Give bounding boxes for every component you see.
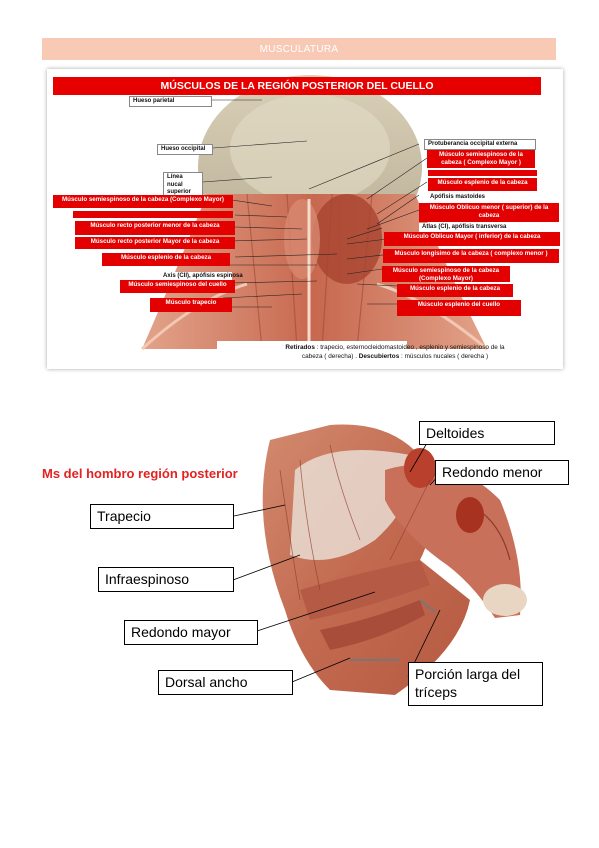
label-recto-mayor: Músculo recto posterior Mayor de la cabe…: [75, 237, 235, 249]
label-triceps: Porción larga del tríceps: [408, 662, 543, 706]
label-deltoides: Deltoides: [419, 421, 555, 445]
label-mastoides: Apófisis mastoides: [427, 193, 499, 202]
label-hueso-parietal: Hueso parietal: [129, 96, 212, 107]
label-axis: Axis (CII), apófisis espinosa: [160, 272, 243, 281]
label-redondo-mayor: Redondo mayor: [124, 620, 258, 645]
label-semiespinoso-cabeza: Músculo semiespinoso de la cabeza (Compl…: [53, 195, 233, 208]
section-banner: MUSCULATURA: [42, 38, 556, 60]
label-oblicuo-menor: Músculo Oblicuo menor ( superior) de la …: [419, 203, 559, 222]
section-title: MUSCULATURA: [259, 43, 339, 55]
label-recto-menor: Músculo recto posterior menor de la cabe…: [75, 221, 235, 235]
label-esplenio-cabeza: Músculo esplenio de la cabeza: [102, 253, 230, 266]
label-redondo-menor: Redondo menor: [435, 460, 569, 485]
figure1-title: MÚSCULOS DE LA REGIÓN POSTERIOR DEL CUEL…: [53, 77, 541, 95]
figure2-heading: Ms del hombro región posterior: [42, 466, 238, 481]
neck-muscles-figure: MÚSCULOS DE LA REGIÓN POSTERIOR DEL CUEL…: [47, 69, 563, 369]
label-longisimo: Músculo longisimo de la cabeza ( complex…: [383, 249, 559, 263]
label-trapecio: Músculo trapecio: [150, 298, 232, 312]
label-protuberancia: Protuberancia occipital externa: [424, 139, 536, 150]
label-semiespinoso-cuello: Músculo semiespinoso del cuello: [120, 280, 235, 293]
note-retirados-label: Retirados: [285, 344, 315, 351]
label-oblicuo-mayor: Músculo Oblicuo Mayor ( inferior) de la …: [384, 232, 560, 246]
label-semiespinoso-derecha-2: Músculo semiespinoso de la cabeza (Compl…: [382, 266, 510, 282]
label-esplenio-derecha-2: Músculo esplenio de la cabeza: [397, 284, 513, 297]
label-infraespinoso: Infraespinoso: [98, 567, 234, 592]
label-atlas: Atlas (CI), apófisis transversa: [419, 223, 529, 232]
label-esplenio-cuello: Músculo esplenio del cuello: [397, 300, 521, 316]
label-hueso-occipital: Hueso occipital: [157, 144, 213, 155]
label-red-blank-1: [73, 211, 233, 218]
note-retirados-text: : trapecio, esternocleidomastoideo , esp…: [301, 344, 505, 360]
label-dorsal-ancho: Dorsal ancho: [158, 670, 293, 695]
label-trapecio-hombro: Trapecio: [90, 504, 234, 529]
note-descubiertos-text: : músculos nucales ( derecha ): [401, 353, 489, 360]
label-semiespinoso-derecha: Músculo semiespinoso de la cabeza ( Comp…: [427, 150, 535, 168]
figure1-note: Retirados : trapecio, esternocleidomasto…: [275, 343, 515, 361]
label-linea-nucal: Línea nucal superior: [163, 172, 203, 199]
label-red-blank-2: [428, 170, 537, 176]
note-descubiertos-label: Descubiertos: [358, 353, 400, 360]
label-esplenio-derecha: Músculo esplenio de la cabeza: [428, 178, 537, 191]
